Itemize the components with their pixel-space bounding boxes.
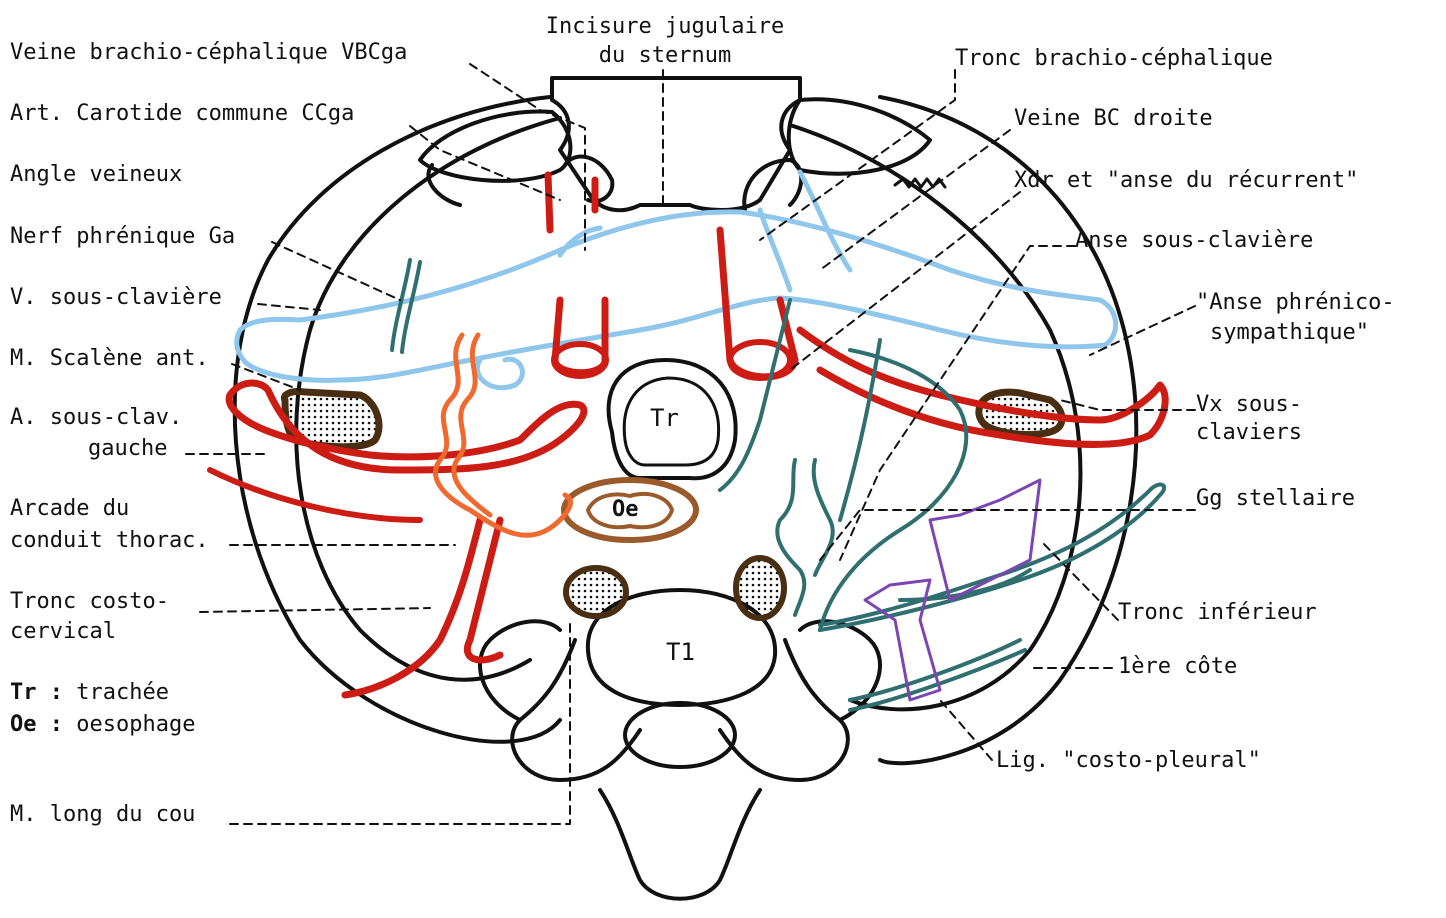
legend-sep: :: [37, 712, 77, 737]
label-scalene-ant: M. Scalène ant.: [10, 346, 209, 372]
label-a-sous-clav-1: A. sous-clav.: [10, 405, 182, 431]
tag-t1: T1: [666, 638, 695, 666]
label-vx-1: Vx sous-: [1196, 392, 1302, 418]
leader-vsousclav: [258, 304, 320, 310]
subclavian-vein-band: [237, 212, 1116, 381]
legend-row-oesophagus: Oe : oesophage: [10, 712, 195, 738]
label-incisure-2: du sternum: [520, 43, 810, 69]
legend-row-trachea: Tr : trachée: [10, 680, 169, 706]
leader-costo: [200, 608, 430, 612]
phrenic-nerve-left: [392, 260, 420, 352]
label-vbc-ga: Veine brachio-céphalique VBCga: [10, 40, 407, 66]
tag-trachea: Tr: [650, 404, 679, 432]
trunk-cut-right: [730, 342, 790, 378]
label-anse-phrenico-2: sympathique": [1210, 320, 1369, 346]
label-anse-phrenico-1: "Anse phrénico-: [1196, 290, 1395, 316]
label-xdr: Xdr et "anse du récurrent": [1014, 168, 1358, 194]
label-tronc-costo-2: cervical: [10, 619, 116, 645]
inferior-trunk: [820, 485, 1164, 630]
label-angle-veineux: Angle veineux: [10, 162, 182, 188]
label-vx-2: claviers: [1196, 420, 1302, 446]
label-lig-costo-pleural: Lig. "costo-pleural": [996, 748, 1261, 774]
longus-colli-right: [736, 558, 784, 618]
legend-sep: :: [37, 680, 77, 705]
label-premiere-cote: 1ère côte: [1118, 654, 1237, 680]
right-clavicle: [789, 99, 930, 174]
label-gg-stellaire: Gg stellaire: [1196, 486, 1355, 512]
label-a-sous-clav-2: gauche: [88, 436, 167, 462]
leader-phrenique: [272, 242, 400, 300]
thoracic-duct: [435, 335, 570, 535]
label-anse-sous-claviere: Anse sous-clavière: [1075, 228, 1313, 254]
tag-oesophagus: Oe: [612, 497, 639, 522]
label-v-sous-claviere: V. sous-clavière: [10, 285, 222, 311]
label-tronc-costo-1: Tronc costo-: [10, 589, 169, 615]
legend-meaning: oesophage: [76, 712, 195, 737]
manubrium-outline: [552, 78, 800, 210]
label-tronc-inferieur: Tronc inférieur: [1118, 600, 1317, 626]
leader-veinebc: [820, 130, 1010, 270]
legend-meaning: trachée: [76, 680, 169, 705]
spinous-process: [600, 790, 760, 899]
label-veine-bc-droite: Veine BC droite: [1014, 106, 1213, 132]
label-nerf-phrenique: Nerf phrénique Ga: [10, 224, 235, 250]
label-arcade-2: conduit thorac.: [10, 528, 209, 554]
legend-abbr: Tr: [10, 680, 37, 705]
jugular-vein-left: [477, 359, 522, 387]
leader-phrenico: [1090, 306, 1195, 355]
label-incisure-1: Incisure jugulaire: [520, 14, 810, 40]
vertebral-foramen: [625, 703, 735, 767]
label-arcade-1: Arcade du: [10, 496, 129, 522]
legend-abbr: Oe: [10, 712, 37, 737]
label-tronc-bc: Tronc brachio-céphalique: [955, 46, 1273, 72]
transverse-process-left: [480, 621, 560, 720]
label-long-du-cou: M. long du cou: [10, 802, 195, 828]
longus-colli-left: [566, 568, 626, 616]
label-cc-ga: Art. Carotide commune CCga: [10, 101, 354, 127]
costocervical-trunk: [345, 520, 500, 695]
